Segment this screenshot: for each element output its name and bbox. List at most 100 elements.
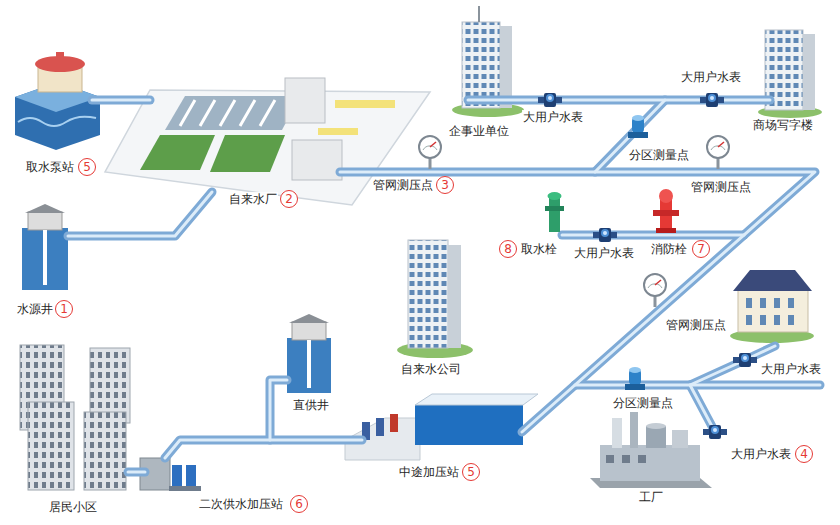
residential (20, 345, 130, 490)
pressure-gauges (707, 136, 729, 169)
source-well (28, 212, 62, 230)
water-plant (292, 140, 342, 180)
source-well (22, 228, 68, 290)
buildings (774, 298, 780, 308)
direct-well (289, 314, 329, 323)
buildings (774, 315, 780, 325)
booster-stations (169, 486, 201, 491)
part-label: 自来水公司 (400, 362, 462, 376)
part-label: 消防栓 (650, 242, 688, 256)
water-plant (210, 135, 285, 172)
part-label: 管网测压点 (690, 180, 752, 194)
buildings (478, 6, 480, 22)
factory (606, 455, 614, 463)
residential (84, 412, 126, 490)
meters (593, 228, 617, 242)
hydrants (549, 196, 560, 232)
hydrants (545, 206, 564, 211)
buildings (760, 298, 766, 308)
factory (630, 412, 638, 448)
part-label: 居民小区 (48, 500, 98, 514)
buildings (738, 290, 808, 332)
factory (600, 445, 700, 481)
booster-stations (415, 394, 538, 405)
water-plant (318, 128, 358, 135)
part-label: 中途加压站 (398, 465, 460, 479)
part-label: 管网测压点 (372, 178, 434, 192)
water-plant (180, 100, 275, 126)
factory (646, 423, 666, 429)
factory (590, 412, 712, 488)
water-plant (165, 96, 300, 130)
hydrants (545, 189, 679, 233)
buildings (397, 6, 822, 358)
part-label: 自来水厂 (228, 192, 278, 206)
pipes (68, 100, 820, 472)
flow-meters (625, 367, 645, 390)
callout-number: 2 (280, 190, 298, 208)
meters (538, 93, 562, 107)
meters (538, 93, 757, 439)
hydrants (659, 189, 673, 203)
pressure-gauges (419, 136, 441, 169)
flow-meters (628, 115, 648, 138)
booster-stations (376, 418, 384, 436)
callout-number: 1 (55, 300, 73, 318)
meters (700, 93, 724, 107)
factory (622, 455, 630, 463)
part-label: 取水栓 (520, 242, 558, 256)
hydrants (653, 210, 679, 216)
booster-stations (390, 414, 398, 432)
meters (733, 353, 757, 367)
pipes (68, 100, 820, 472)
hydrants (548, 192, 562, 200)
factory (612, 418, 622, 448)
pressure-gauges (644, 274, 666, 307)
buildings (788, 315, 794, 325)
part-label: 管网测压点 (665, 318, 727, 332)
part-label: 企事业单位 (448, 124, 510, 138)
part-label: 大用户水表 (730, 447, 792, 461)
buildings (733, 270, 812, 291)
factory (646, 426, 666, 448)
direct-well (287, 338, 331, 393)
callout-number: 4 (795, 445, 813, 463)
factory (638, 455, 646, 463)
factory (672, 430, 688, 448)
pump-station (18, 117, 96, 126)
hydrants (656, 228, 676, 233)
buildings (448, 245, 461, 348)
callout-number: 7 (692, 240, 710, 258)
pump-station (56, 52, 64, 58)
water-plant (140, 135, 215, 170)
buildings (788, 298, 794, 308)
part-label: 分区测量点 (628, 148, 690, 162)
callout-number: 3 (436, 176, 454, 194)
part-label: 二次供水加压站 (198, 497, 284, 511)
direct-well (292, 322, 326, 340)
part-label: 商场写字楼 (752, 118, 814, 132)
part-label: 直供井 (292, 398, 330, 412)
callout-number: 5 (462, 463, 480, 481)
water-plant (285, 78, 325, 123)
part-label: 大用户水表 (573, 246, 635, 260)
part-label: 分区测量点 (612, 396, 674, 410)
part-label: 大用户水表 (760, 362, 822, 376)
part-label: 大用户水表 (522, 110, 584, 124)
part-label: 大用户水表 (680, 70, 742, 84)
source-well (25, 204, 65, 213)
source-well (22, 204, 68, 290)
pump-station (35, 56, 85, 72)
buildings (746, 298, 752, 308)
buildings (760, 315, 766, 325)
pump-station (15, 52, 100, 150)
callout-number: 8 (499, 240, 517, 258)
callout-number: 6 (290, 495, 308, 513)
part-label: 工厂 (638, 490, 664, 504)
residential (28, 402, 74, 490)
meters (703, 425, 727, 439)
booster-stations (415, 405, 523, 445)
buildings (746, 315, 752, 325)
direct-well (287, 314, 331, 393)
